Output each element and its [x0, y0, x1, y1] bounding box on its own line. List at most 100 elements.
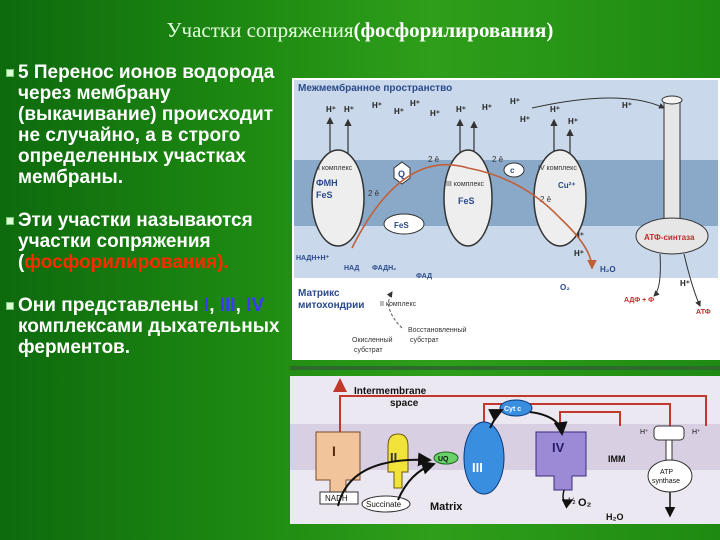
fadh2-label: ФАДН₂	[372, 265, 396, 272]
intermembrane-label-2: space	[390, 398, 419, 409]
q-label: Q	[398, 169, 405, 179]
matrix-label: Matrix	[430, 501, 463, 513]
slide-text: 5 Перенос ионов водорода через мембрану …	[6, 62, 288, 380]
paragraph-2-text: Эти участки называются участки сопряжени…	[18, 210, 253, 273]
cu-label: Cu²⁺	[558, 181, 576, 190]
complex-iv-label: IV	[246, 295, 265, 316]
complex-1-label: I	[332, 443, 336, 459]
o2-label: O₂	[578, 497, 592, 509]
h-plus-label: H⁺	[326, 105, 336, 114]
fmn-label: ФМН	[316, 178, 338, 188]
proton-path-2	[483, 403, 671, 428]
nad-label: НАД	[344, 265, 359, 272]
diagram-en-svg: Intermembrane space Matrix IMM I NADH II…	[290, 376, 720, 524]
paragraph-3: Они представлены I, III, IV комплексами …	[6, 295, 288, 358]
two-e-label: 2 ē	[428, 155, 440, 164]
intermembrane-label-1: Intermembrane	[354, 386, 427, 397]
electron-arrow-3	[488, 409, 504, 429]
h-plus-label: H⁺	[622, 101, 632, 110]
reduced-substrate-1: Восстановленный	[408, 326, 467, 334]
oxygen-arrow	[561, 489, 574, 509]
divider-bar	[290, 366, 720, 370]
fes-shape	[383, 213, 425, 235]
complex-1-shape	[311, 149, 365, 247]
substrate-arrow	[386, 291, 403, 329]
o2-label: O₂	[560, 283, 570, 292]
atp-synthase-label-1: ATP	[660, 469, 673, 476]
paragraph-2: Эти участки называются участки сопряжени…	[6, 210, 288, 273]
complex-4-label: IV комплекс	[538, 165, 577, 172]
respiratory-chain-diagram-en: Intermembrane space Matrix IMM I NADH II…	[290, 376, 720, 524]
complex-3-shape	[463, 421, 505, 495]
fes-ii-label: FeS	[394, 221, 409, 230]
proton-path-3	[559, 411, 621, 426]
h-plus-label: H⁺	[510, 97, 520, 106]
h-plus-label: H⁺	[568, 117, 578, 126]
adp-label: АДФ + Ф	[624, 297, 654, 304]
two-e-label: 2 ē	[492, 155, 504, 164]
fad-label: ФАД	[416, 273, 432, 280]
ubiquinone-shape	[433, 451, 459, 465]
succinate-label: Succinate	[366, 500, 402, 509]
h-plus-label: H⁺	[574, 249, 584, 258]
h-plus-label: H⁺	[394, 107, 404, 116]
electron-arrow-1	[337, 452, 432, 507]
complex-2-label: II	[390, 450, 397, 465]
uq-label: UQ	[438, 456, 449, 463]
h-plus-label: H⁺	[456, 105, 466, 114]
reduced-substrate-2: субстрат	[410, 336, 439, 344]
nadh-label: NADH	[325, 494, 348, 503]
oxidized-substrate-2: субстрат	[354, 346, 383, 354]
h-plus-label: H⁺	[482, 103, 492, 112]
nadh-label: НАДН+Н⁺	[296, 255, 330, 262]
h-plus-label: H⁺	[344, 105, 354, 114]
imm-label: IMM	[608, 454, 626, 464]
title-highlight: фосфорилирования	[360, 18, 547, 42]
fes-label: FeS	[316, 190, 333, 200]
diagram-ru-svg: Межмембранное пространство Матрикс митох…	[294, 80, 718, 358]
atp-synthase-stalk	[665, 439, 673, 461]
bullet-icon	[6, 69, 14, 77]
complex-2-label: II комплекс	[380, 301, 417, 308]
paragraph-3-text: Они представлены	[18, 295, 204, 316]
h-plus-label: H⁺	[574, 231, 584, 240]
h-plus-label: H⁺	[640, 429, 649, 436]
complex-iii-label: III	[219, 295, 236, 316]
complex-3-label: III	[472, 460, 483, 475]
h-plus-label: H⁺	[410, 99, 420, 108]
complex-i-label: I	[203, 295, 210, 316]
atp-synthase-top	[661, 95, 683, 105]
atp-synthase-label: АТФ-синтаза	[644, 233, 695, 242]
atp-synthase-head	[647, 459, 693, 493]
cytc-label: Cyt c	[504, 406, 521, 413]
adp-arrow	[653, 253, 661, 297]
electron-arrow-4	[529, 411, 568, 436]
paragraph-3-end: комплексами дыхательных ферментов.	[18, 316, 280, 358]
complex-3-shape	[443, 149, 493, 247]
complex-4-shape	[533, 149, 587, 247]
separator: ,	[209, 295, 220, 316]
h2o-label: H₂O	[606, 512, 624, 522]
h-plus-label: H⁺	[372, 101, 382, 110]
two-e-label: 2 ē	[540, 195, 552, 204]
slide-title: Участки сопряжения(фосфорилирования)	[0, 18, 720, 43]
atp-synthase-f0	[653, 425, 685, 441]
label-matrix-1: Матрикс	[298, 288, 340, 299]
paragraph-1-text: 5 Перенос ионов водорода через мембрану …	[18, 62, 275, 188]
bullet-icon	[6, 217, 14, 225]
cytochrome-c-shape	[499, 399, 533, 417]
label-intermembrane: Межмембранное пространство	[298, 82, 452, 94]
oxidized-substrate-1: Окисленный	[352, 336, 393, 344]
two-e-label: 2 ē	[368, 189, 380, 198]
title-open-paren: (	[353, 18, 361, 42]
h2o-label: H₂O	[600, 265, 616, 274]
paragraph-2-highlight: фосфорилирования).	[24, 252, 229, 273]
title-close-paren: )	[546, 18, 554, 42]
h-plus-label: H⁺	[430, 109, 440, 118]
electron-flow-arrow	[351, 163, 597, 270]
label-matrix-2: митохондрии	[298, 300, 364, 311]
fes-iii-label: FeS	[458, 196, 475, 206]
complex-3-label: III комплекс	[446, 181, 485, 188]
complex-4-label: IV	[552, 440, 565, 455]
atp-arrow	[683, 253, 701, 307]
